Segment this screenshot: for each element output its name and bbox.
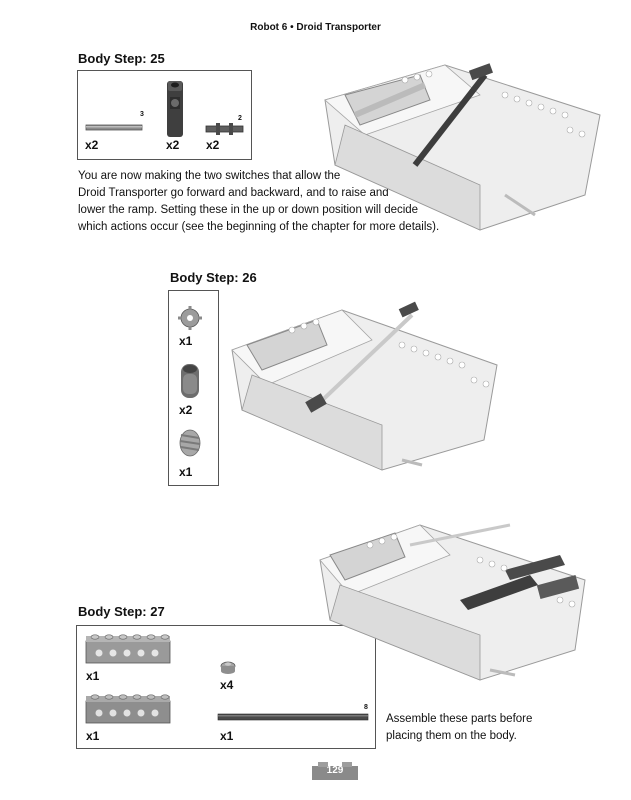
page-number-badge: 129 xyxy=(312,762,358,780)
step-26-model-illustration xyxy=(231,301,498,471)
axle-2-qty: x2 xyxy=(206,138,220,152)
worm-gear-icon xyxy=(179,429,201,457)
axle-2-icon xyxy=(205,123,244,135)
axle-8-size: 8 xyxy=(364,704,368,711)
step-27-parts-box: 8 x1 x4 x1 x1 xyxy=(76,625,376,749)
beam-connector-icon xyxy=(167,81,183,137)
step-27-title: Body Step: 27 xyxy=(78,604,165,619)
step-25-description: You are now making the two switches that… xyxy=(78,168,488,236)
beam-connector-qty: x2 xyxy=(166,138,180,152)
description-line: You are now making the two switches that… xyxy=(78,170,341,182)
axle-3-icon xyxy=(85,124,143,131)
added-dark-beam xyxy=(460,555,580,610)
step-25-parts-art xyxy=(85,81,244,137)
step-25-model-illustration xyxy=(324,63,601,231)
axle-8-icon xyxy=(217,713,369,721)
note-line: Assemble these parts before xyxy=(386,713,533,725)
step-27-note: Assemble these parts before placing them… xyxy=(386,711,586,745)
bushing-icon xyxy=(181,364,199,398)
step-26-parts-box: x1 x2 x1 xyxy=(168,290,219,486)
running-header: Robot 6 • Droid Transporter xyxy=(250,22,381,33)
technic-beam-qty: x1 xyxy=(86,729,100,743)
small-gear-qty: x1 xyxy=(179,334,193,348)
page-number: 129 xyxy=(326,765,344,776)
round-plate-icon xyxy=(220,661,236,674)
brick-1x6-qty: x1 xyxy=(86,669,100,683)
technic-beam-1x6-icon xyxy=(85,694,171,724)
brick-1x6-icon xyxy=(85,634,171,664)
description-line: lower the ramp. Setting these in the up … xyxy=(78,204,419,216)
brick-badge-icon xyxy=(312,762,358,780)
step-25-parts-box: 3 2 x2 x2 x2 xyxy=(77,70,252,160)
small-gear-icon xyxy=(178,306,202,330)
step-27-parts-art xyxy=(85,634,369,724)
description-line: which actions occur (see the beginning o… xyxy=(78,221,440,233)
axle-3-qty: x2 xyxy=(85,138,99,152)
note-line: placing them on the body. xyxy=(386,730,517,742)
step-26-parts-art xyxy=(178,306,202,457)
axle-2-size: 2 xyxy=(238,115,242,122)
axle-8-qty: x1 xyxy=(220,729,234,743)
worm-gear-qty: x1 xyxy=(179,465,193,479)
step-26-title: Body Step: 26 xyxy=(170,270,257,285)
description-line: Droid Transporter go forward and backwar… xyxy=(78,187,389,199)
axle-3-size: 3 xyxy=(140,111,144,118)
step-25-title: Body Step: 25 xyxy=(78,51,165,66)
bushing-qty: x2 xyxy=(179,403,193,417)
round-plate-qty: x4 xyxy=(220,678,234,692)
step-27-model-illustration xyxy=(319,523,586,681)
